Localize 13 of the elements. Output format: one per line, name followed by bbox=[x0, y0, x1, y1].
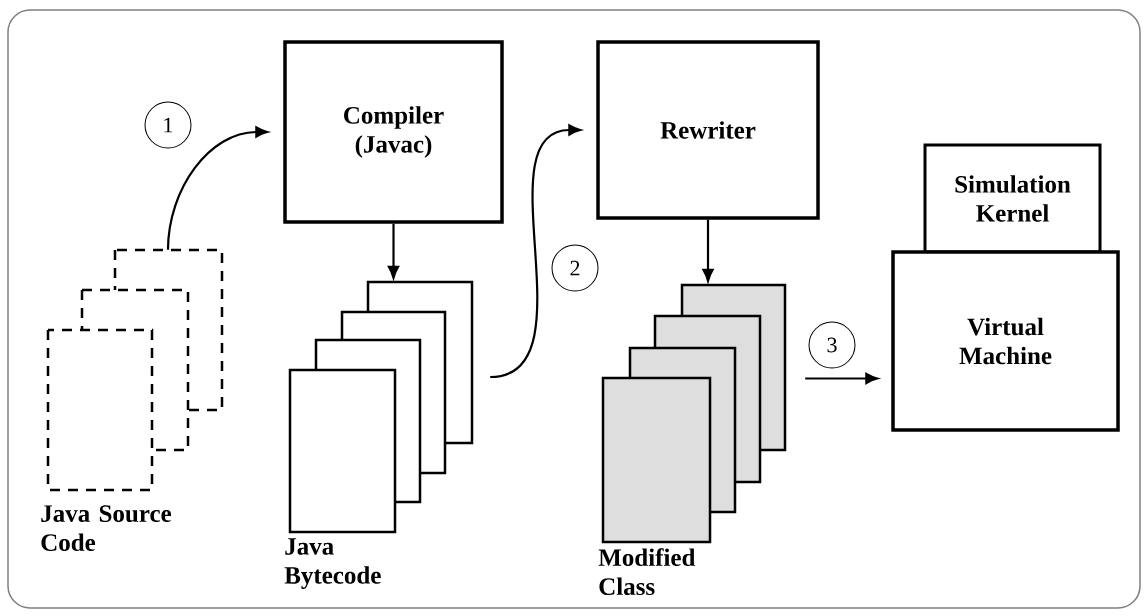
stack-caption: Java Source Code bbox=[41, 505, 172, 551]
arrow bbox=[166, 126, 269, 250]
circled-number: 2 bbox=[551, 244, 599, 292]
arrow bbox=[805, 372, 879, 385]
arrow bbox=[489, 124, 582, 379]
stack-caption: Modified Class bbox=[598, 548, 696, 596]
circled-number: 3 bbox=[808, 321, 856, 369]
circled-number: 1 bbox=[144, 101, 192, 149]
process-box: Rewriter bbox=[596, 40, 820, 220]
stack-caption: Java Bytecode bbox=[284, 538, 381, 589]
process-box: Compiler (Javac) bbox=[283, 40, 504, 224]
process-box: Simulation Kernel bbox=[923, 143, 1102, 254]
arrow bbox=[702, 219, 714, 282]
